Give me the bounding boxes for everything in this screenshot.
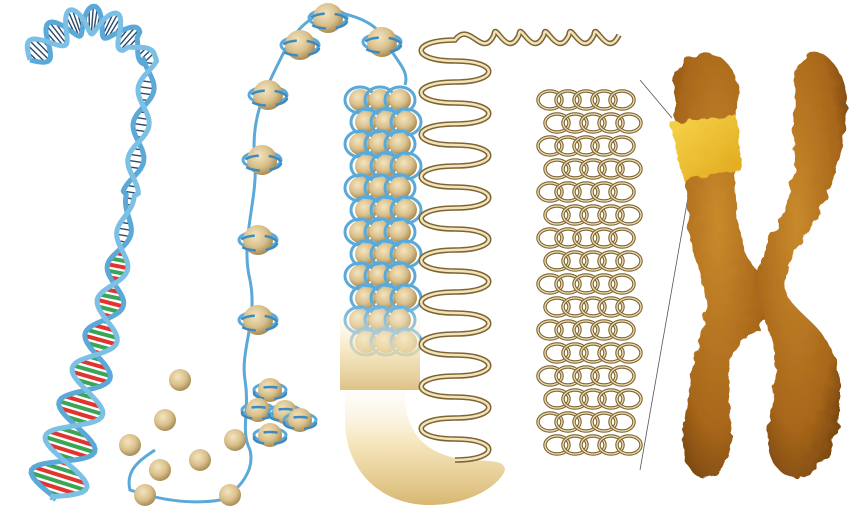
coil-ring-highlight <box>610 137 634 155</box>
coiled-loop-column <box>538 91 641 454</box>
free-histone <box>154 409 176 431</box>
dna-backbones <box>27 6 156 500</box>
free-histone <box>119 434 141 456</box>
coil-ring-highlight <box>617 298 641 316</box>
coil-ring-highlight <box>617 160 641 178</box>
dna-backbone-a <box>30 6 154 500</box>
chromosome-highlight-band <box>670 116 741 180</box>
coil-ring-highlight <box>610 229 634 247</box>
free-histone <box>149 459 171 481</box>
coil-ring-highlight <box>610 413 634 431</box>
coil-ring-highlight <box>610 367 634 385</box>
coil-ring-highlight <box>610 91 634 109</box>
coil-ring-highlight <box>617 252 641 270</box>
free-histone <box>219 484 241 506</box>
dna-backbone-b <box>27 10 156 500</box>
coil-ring-highlight <box>617 390 641 408</box>
looped-chromatin <box>421 32 641 460</box>
free-histone <box>169 369 191 391</box>
coil-ring-highlight <box>610 183 634 201</box>
chromatid-left <box>674 53 771 478</box>
coil-ring-highlight <box>610 275 634 293</box>
coil-ring-highlight <box>610 321 634 339</box>
free-histone <box>224 429 246 451</box>
dna-double-helix <box>18 6 159 500</box>
coil-ring-highlight <box>617 436 641 454</box>
chromatid-right <box>755 50 847 478</box>
free-histone <box>189 449 211 471</box>
free-histone <box>134 484 156 506</box>
coil-ring-highlight <box>617 344 641 362</box>
metaphase-chromosome <box>670 50 847 478</box>
coil-ring-highlight <box>617 206 641 224</box>
dna-base-pairs <box>27 6 154 500</box>
dna-base-pair <box>108 264 128 268</box>
coil-ring-highlight <box>617 114 641 132</box>
fiber-fade-overlay <box>340 300 420 390</box>
